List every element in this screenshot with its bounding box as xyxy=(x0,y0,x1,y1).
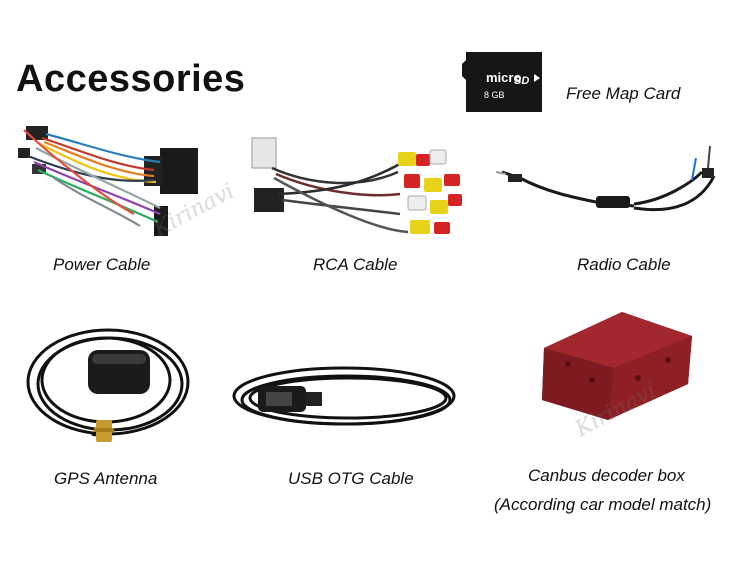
sd-capacity-text: 8 GB xyxy=(484,90,505,100)
power-cable-label: Power Cable xyxy=(53,255,151,274)
micro-sd-card-image: micro SD 8 GB xyxy=(462,50,546,114)
canbus-model-note: (According car model match) xyxy=(494,495,712,514)
radio-cable-image xyxy=(495,142,726,222)
sd-logo-text: SD xyxy=(514,75,529,87)
rca-cable-label: RCA Cable xyxy=(313,255,398,274)
free-map-card-label: Free Map Card xyxy=(566,84,681,103)
canbus-decoder-box-label: Canbus decoder box xyxy=(528,466,685,485)
sd-brand-text: micro xyxy=(486,70,521,85)
gps-antenna-image xyxy=(22,316,198,448)
radio-cable-label: Radio Cable xyxy=(577,255,671,274)
page-title: Accessories xyxy=(16,58,246,100)
usb-otg-cable-image xyxy=(228,358,460,440)
rca-cable-image xyxy=(248,134,470,246)
gps-antenna-label: GPS Antenna xyxy=(54,469,158,488)
canbus-decoder-box-image xyxy=(538,308,696,422)
usb-otg-cable-label: USB OTG Cable xyxy=(288,469,414,488)
power-cable-image xyxy=(14,118,210,246)
